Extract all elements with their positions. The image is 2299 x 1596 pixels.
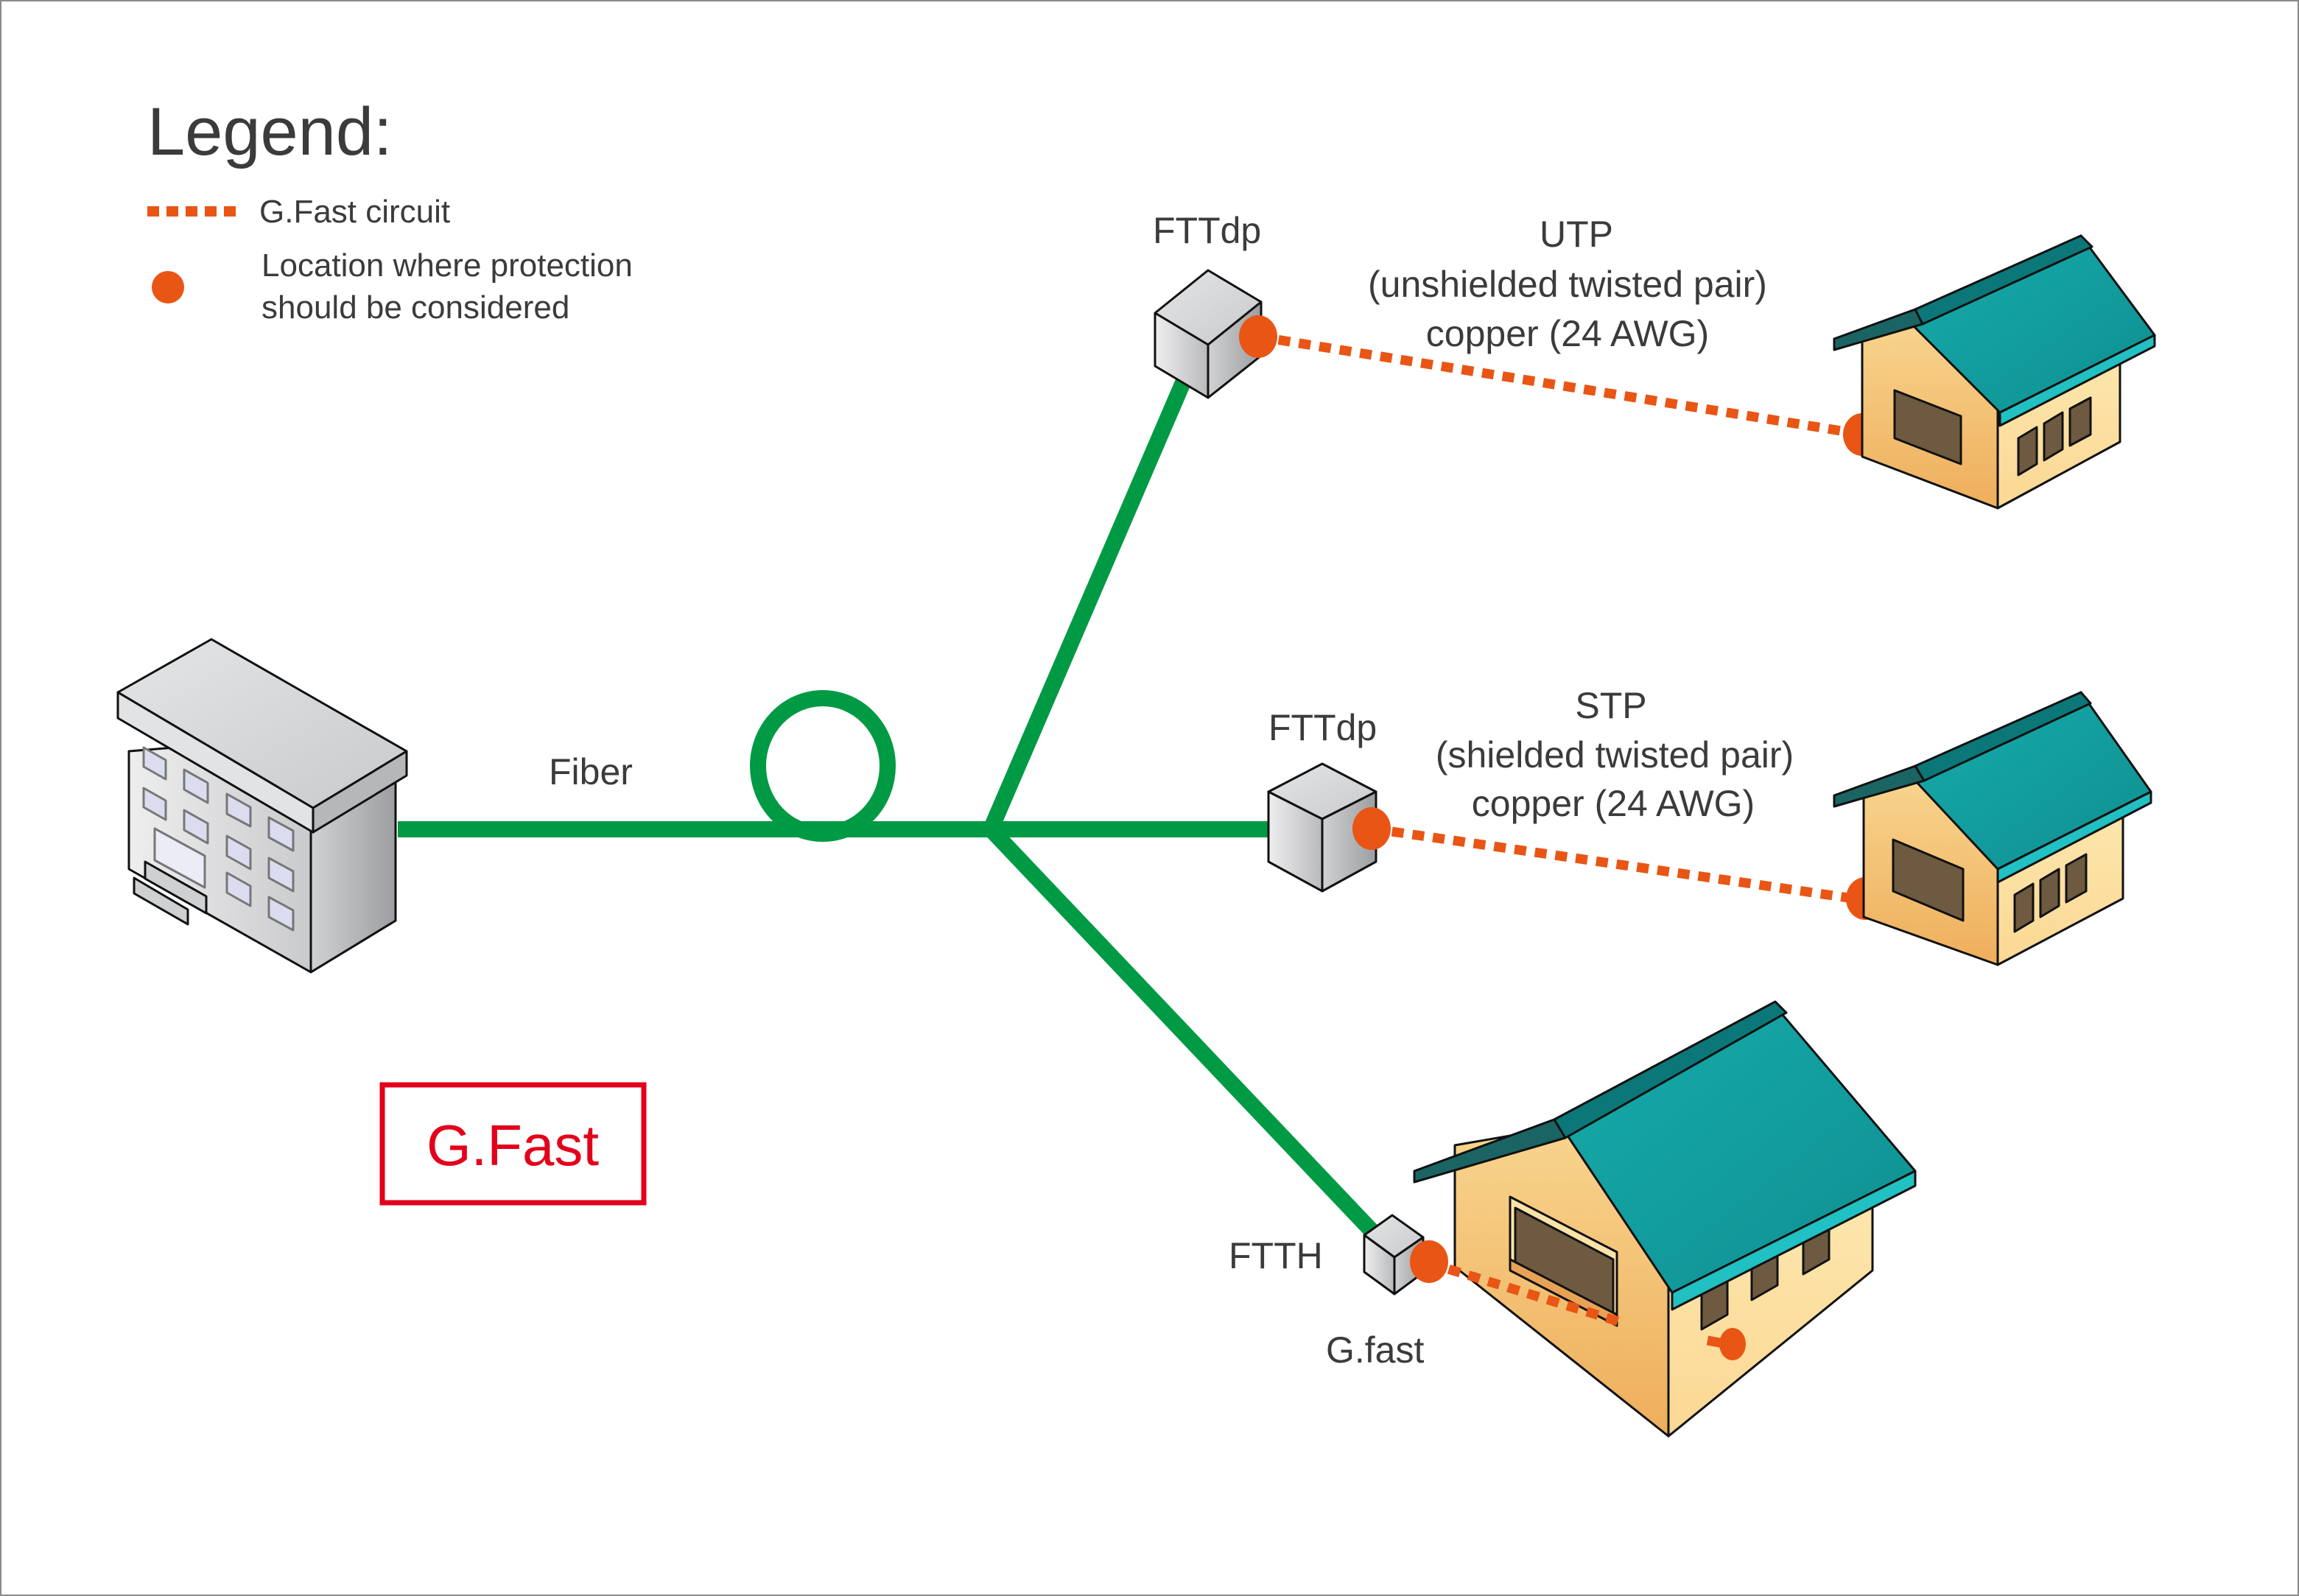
utp-label-line3: copper (24 AWG) [1426,313,1709,354]
house-ftth-icon [1413,1000,1917,1438]
stp-device-protection-point[interactable] [1352,807,1391,850]
fttdp-utp-label: FTTdp [1153,210,1261,251]
gfast-title-box: G.Fast [379,1082,647,1206]
house-utp-icon [1833,234,2156,510]
legend-title: Legend: [147,94,393,169]
utp-label: UTP (unshielded twisted pair) copper (24… [1368,214,1767,354]
gfast-title-text: G.Fast [427,1113,599,1178]
utp-label-line1: UTP [1540,214,1613,255]
ftth-house-protection-point[interactable] [1719,1328,1746,1360]
stp-label-line3: copper (24 AWG) [1472,783,1755,824]
fttdp-stp-label: FTTdp [1268,707,1377,748]
fiber-network [398,372,1391,1251]
stp-label-line2: (shielded twisted pair) [1436,734,1794,776]
ftth-label: FTTH [1229,1235,1323,1276]
legend: Legend: G.Fast circuit Location where pr… [147,94,633,326]
fiber-label: Fiber [549,751,633,792]
central-office-building-icon [116,638,408,974]
utp-label-line2: (unshielded twisted pair) [1368,264,1767,305]
fiber-branch-utp [983,372,1194,833]
fiber-coil [750,690,896,842]
fiber-branch-ftth [985,823,1391,1251]
legend-dot-icon [152,271,184,303]
ftth-gfast-label: G.fast [1326,1329,1424,1371]
stp-label: STP (shielded twisted pair) copper (24 A… [1436,685,1794,824]
fttdp-device-stp-icon [1267,762,1377,893]
ftth-gfast-circuit [1428,1258,1622,1327]
ftth-device-protection-point[interactable] [1410,1240,1448,1283]
stp-label-line1: STP [1575,685,1646,726]
legend-protection-label-line1: Location where protection [262,247,633,284]
legend-protection-label-line2: should be considered [262,289,569,326]
house-stp-icon [1833,691,2152,966]
utp-device-protection-point[interactable] [1239,315,1277,358]
stp-gfast-circuit [1371,823,1864,905]
legend-gfast-circuit-label: G.Fast circuit [259,194,450,230]
